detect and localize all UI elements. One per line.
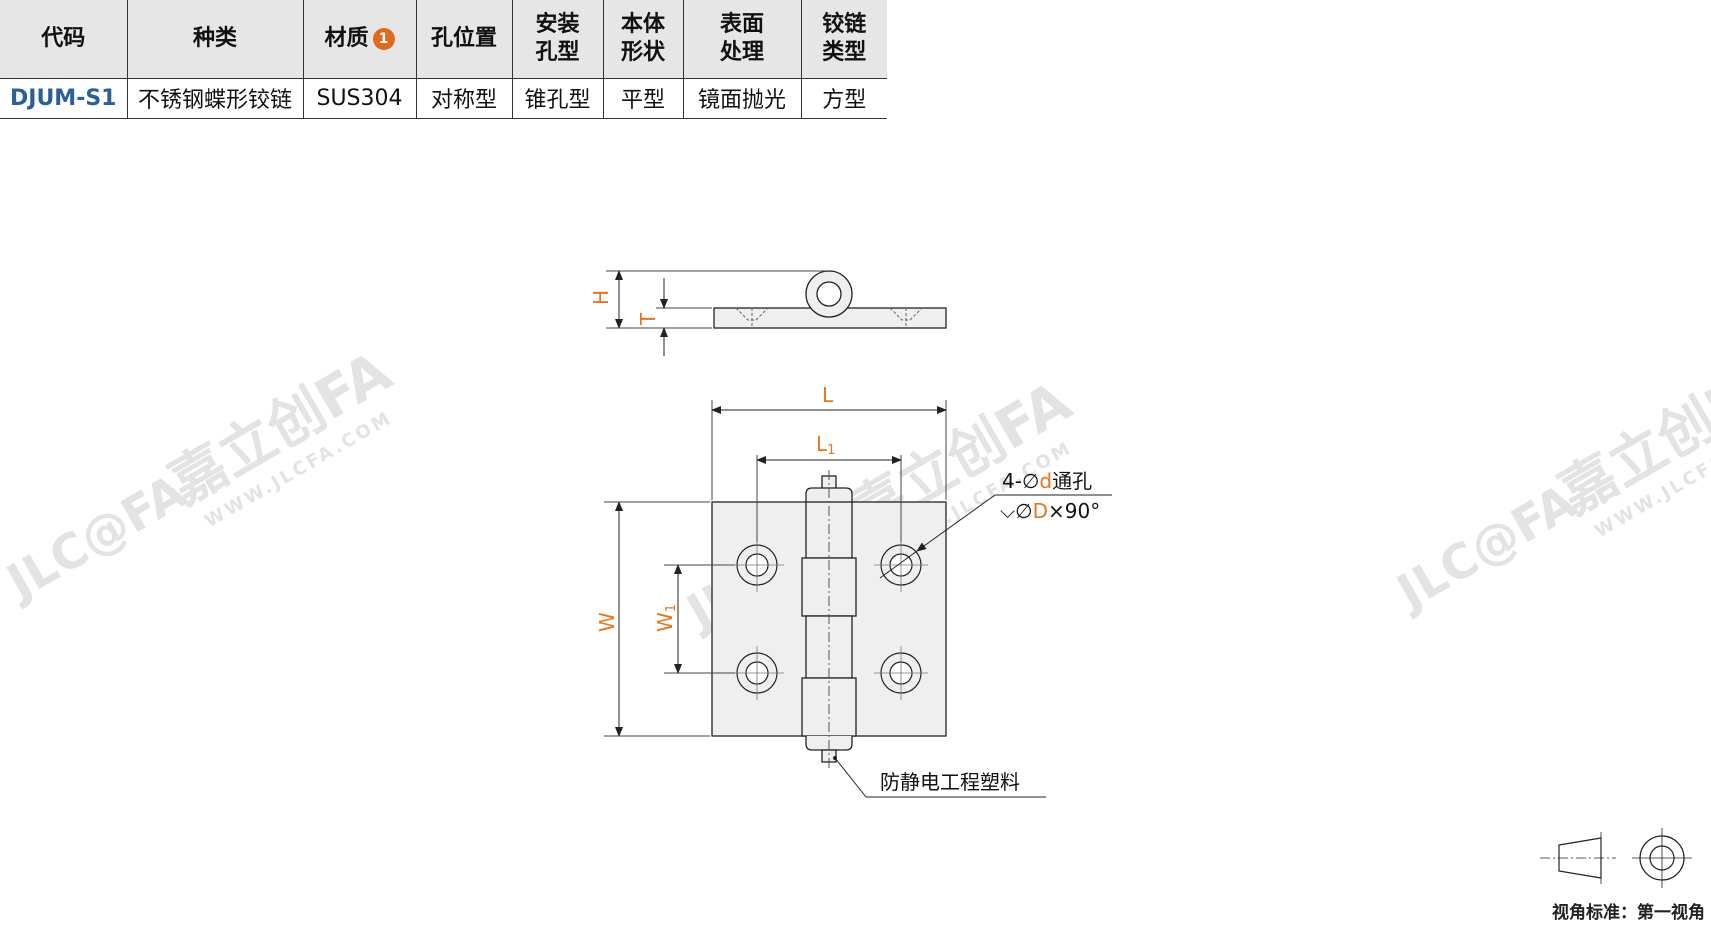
hole-callout-leader	[879, 494, 1112, 579]
front-view	[604, 400, 947, 768]
cell-material: SUS304	[303, 78, 417, 119]
cell-surface-finish: 镜面抛光	[683, 78, 802, 119]
dim-H-label: H	[589, 290, 613, 305]
note-badge: 1	[372, 27, 395, 50]
cell-code: DJUM-S1	[0, 78, 128, 119]
header-code: 代码	[0, 0, 128, 79]
header-hinge-type: 铰链类型	[801, 0, 887, 79]
dim-W1-label: W1	[653, 604, 679, 632]
cell-body-shape: 平型	[603, 78, 684, 119]
dim-L1-label: L1	[816, 432, 835, 458]
countersink-callout-text: ⌵∅D×90°	[1000, 499, 1100, 523]
cell-mount-hole-type: 锥孔型	[512, 78, 604, 119]
header-type: 种类	[127, 0, 304, 79]
projection-standard-caption: 视角标准：第一视角	[1552, 903, 1705, 923]
first-angle-projection-icon	[1540, 828, 1692, 888]
cell-hole-position: 对称型	[416, 78, 513, 119]
hole-callout-text: 4-∅d通孔	[1002, 469, 1092, 493]
header-surface-finish: 表面处理	[683, 0, 802, 79]
header-hole-position: 孔位置	[416, 0, 513, 79]
dim-T-label: T	[636, 312, 660, 326]
svg-text:JLC@FA: JLC@FA	[0, 464, 196, 612]
header-mount-hole-type: 安装孔型	[512, 0, 604, 79]
dim-L-label: L	[822, 383, 834, 407]
cell-type: 不锈钢蝶形铰链	[127, 78, 304, 119]
pin-material-callout: 防静电工程塑料	[880, 770, 1020, 794]
svg-text:JLC@FA: JLC@FA	[1385, 474, 1585, 622]
header-body-shape: 本体形状	[603, 0, 684, 79]
pin-callout-leader	[834, 757, 1046, 798]
watermark-left: JLC@FA 嘉立创FA WWW.JLCFA.COM	[0, 339, 403, 612]
table-row: DJUM-S1 不锈钢蝶形铰链 SUS304 对称型 锥孔型 平型 镜面抛光 方…	[0, 78, 887, 119]
side-view	[606, 270, 947, 356]
dim-W-label: W	[595, 612, 619, 632]
cell-hinge-type: 方型	[801, 78, 887, 119]
watermark-right: JLC@FA 嘉立创FA WWW.JLCFA.COM	[1385, 349, 1711, 622]
